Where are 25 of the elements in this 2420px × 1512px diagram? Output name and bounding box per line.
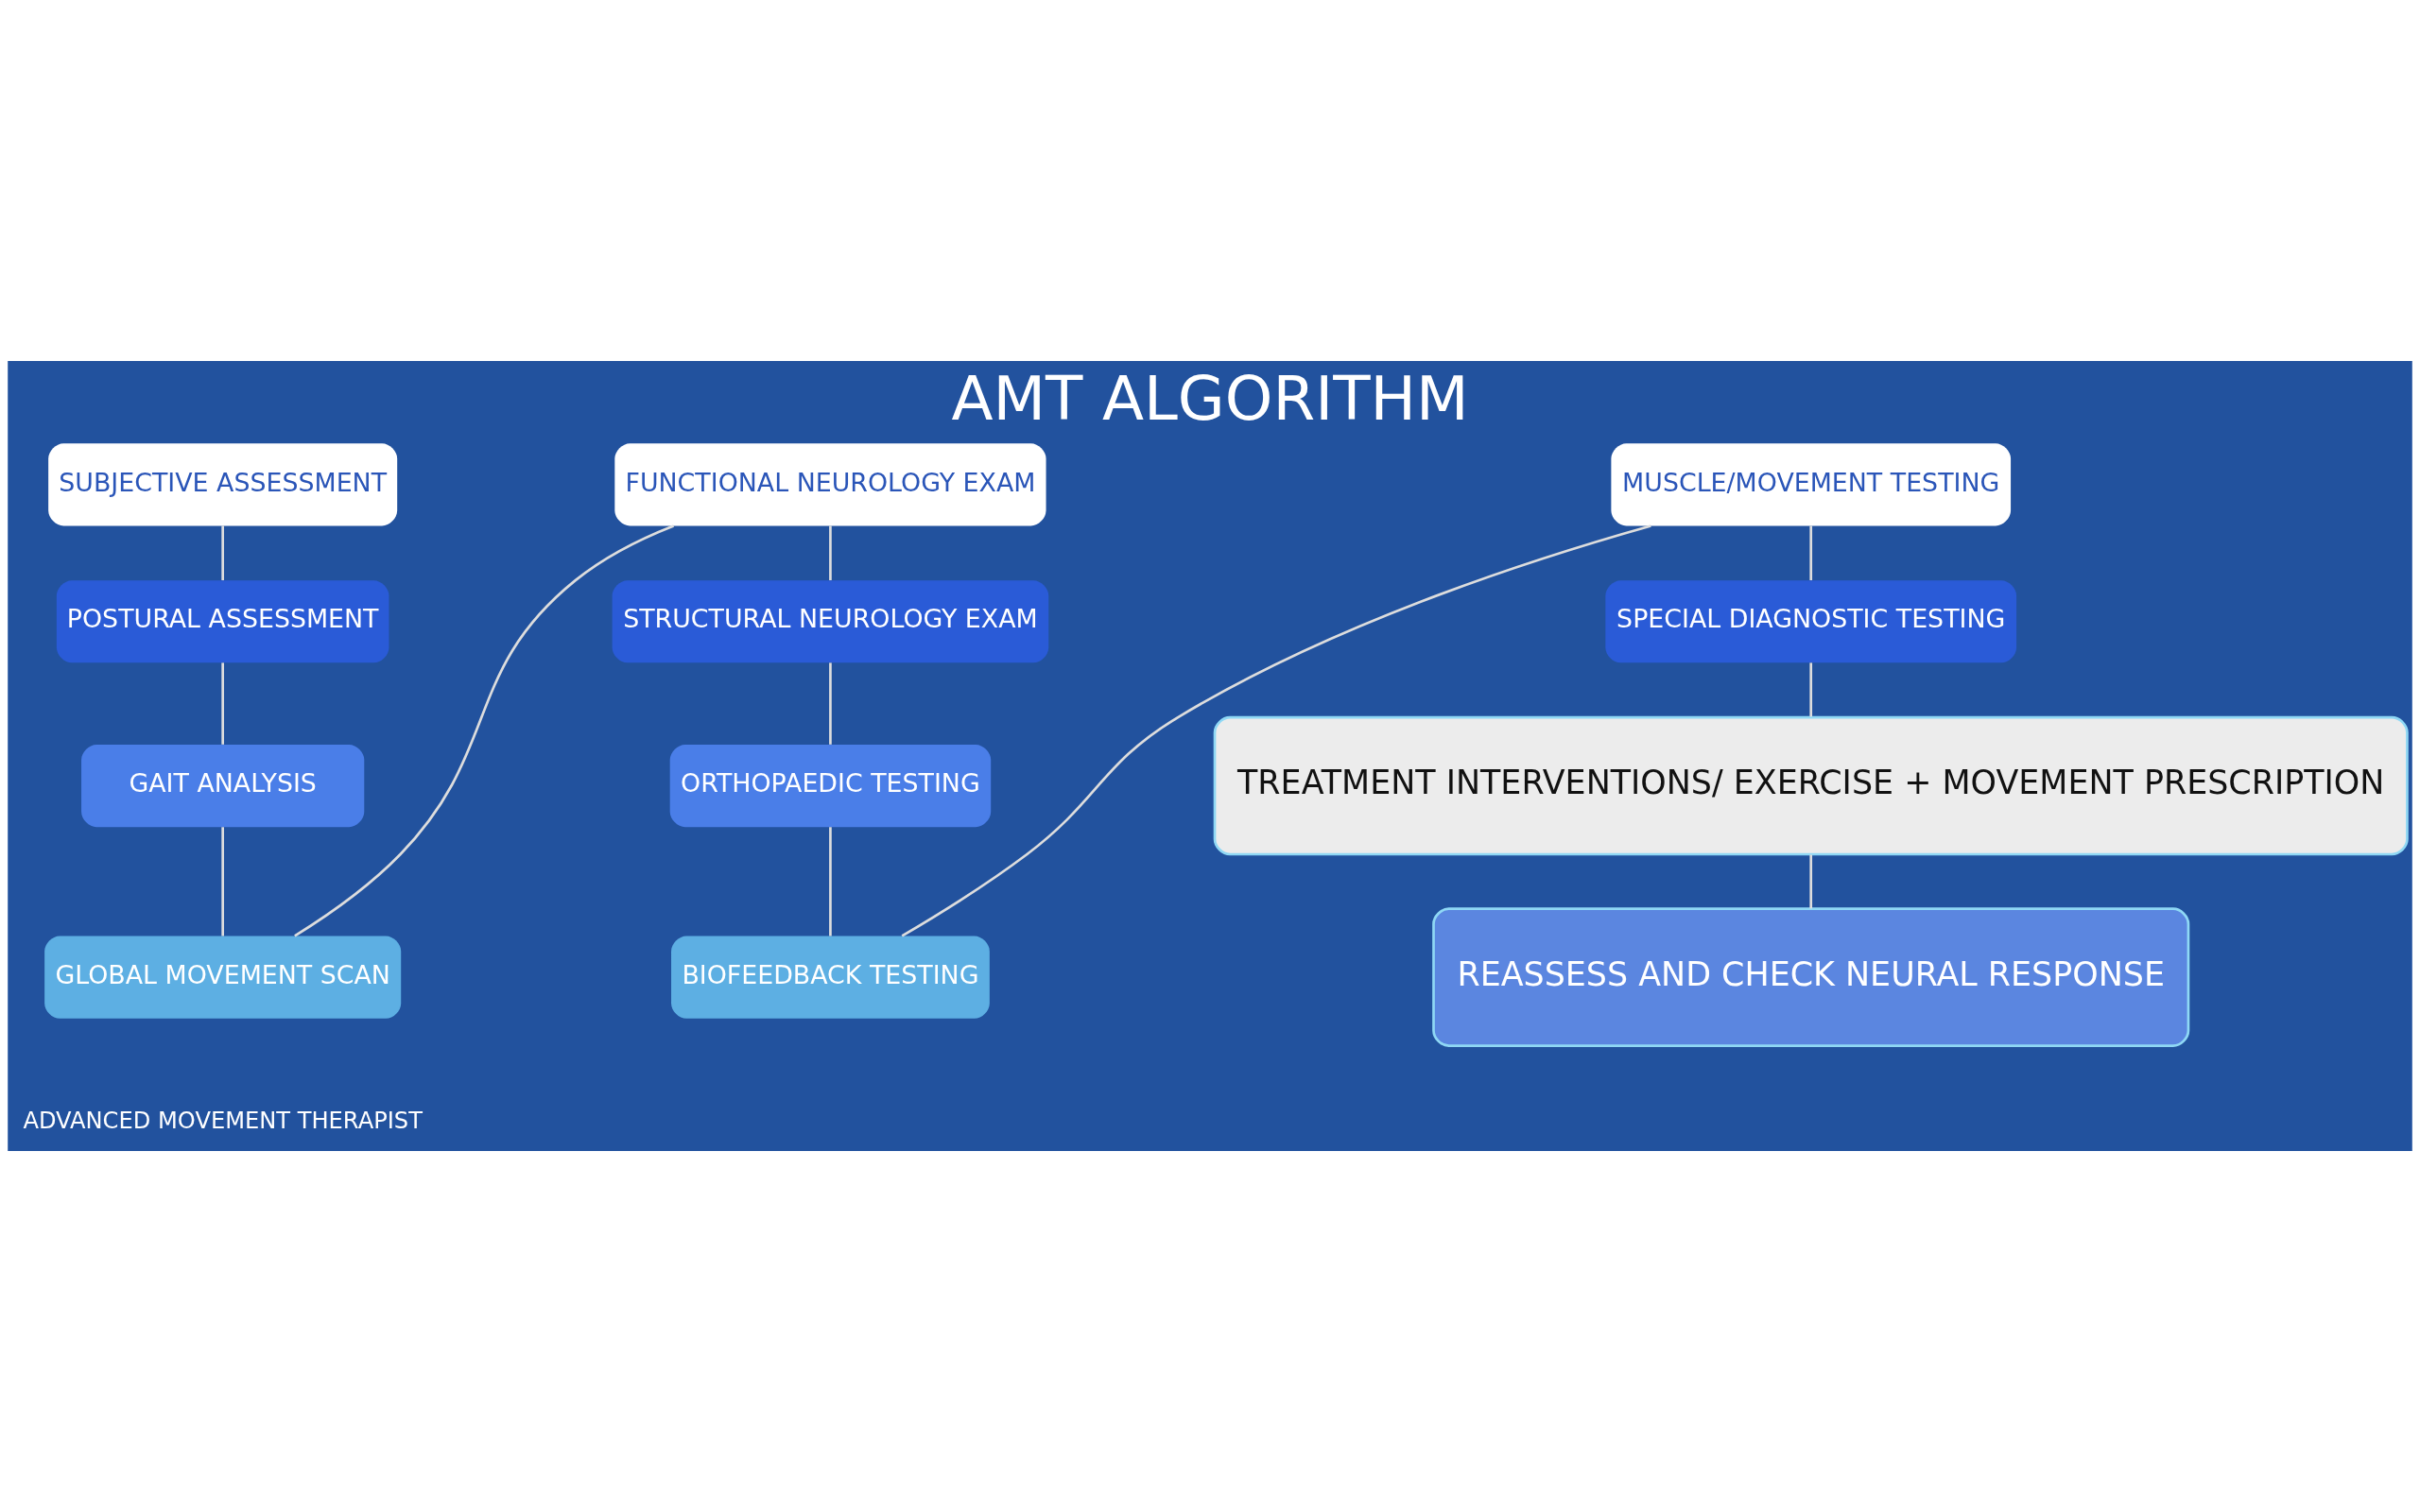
- node-box: GLOBAL MOVEMENT SCAN: [44, 936, 402, 1019]
- node-box: SUBJECTIVE ASSESSMENT: [48, 443, 398, 526]
- node-box: REASSESS AND CHECK NEURAL RESPONSE: [1432, 907, 2190, 1047]
- connector: [829, 525, 832, 581]
- node-box: ORTHOPAEDIC TESTING: [669, 744, 992, 828]
- connector: [1809, 662, 1813, 717]
- connector: [294, 524, 675, 937]
- node-box: MUSCLE/MOVEMENT TESTING: [1611, 443, 2012, 526]
- node-box: STRUCTURAL NEUROLOGY EXAM: [612, 580, 1049, 663]
- connector: [829, 827, 832, 936]
- label: ADVANCED MOVEMENT THERAPIST: [23, 1108, 423, 1135]
- node-box: POSTURAL ASSESSMENT: [56, 580, 389, 663]
- connector: [901, 524, 1651, 937]
- diagram-title: AMT ALGORITHM: [951, 363, 1469, 435]
- connector: [221, 662, 224, 745]
- node-box: BIOFEEDBACK TESTING: [671, 936, 990, 1019]
- node-box: GAIT ANALYSIS: [81, 744, 365, 828]
- node-box: FUNCTIONAL NEUROLOGY EXAM: [614, 443, 1046, 526]
- connector: [1809, 854, 1813, 909]
- connector: [221, 827, 224, 936]
- connector: [221, 525, 224, 581]
- connector: [829, 662, 832, 745]
- connector: [1809, 525, 1813, 581]
- node-box: TREATMENT INTERVENTIONS/ EXERCISE + MOVEMENT PRESCRIPTION: [1213, 715, 2409, 856]
- node-box: SPECIAL DIAGNOSTIC TESTING: [1605, 580, 2017, 663]
